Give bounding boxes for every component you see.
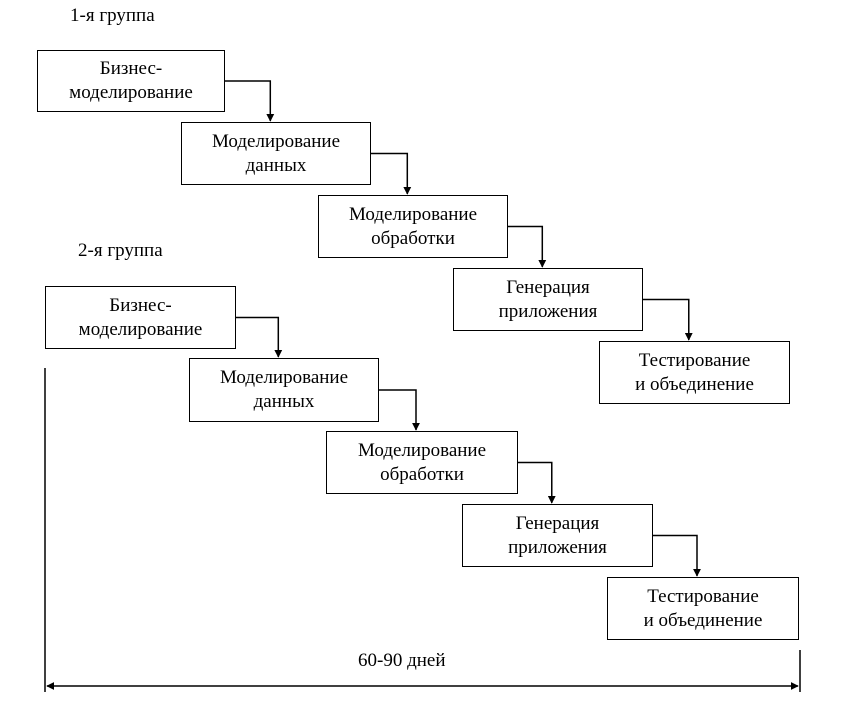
- group-2-stage-business-modeling: Бизнес- моделирование: [45, 286, 236, 349]
- stage-label-line-1: Бизнес-: [109, 294, 172, 316]
- stage-label-line-2: моделирование: [69, 82, 193, 103]
- stage-label-line-2: моделирование: [78, 318, 203, 340]
- group-2-stage-testing-integration: Тестирование и объединение: [607, 577, 799, 640]
- group-2-stage-data-modeling: Моделирование данных: [189, 358, 379, 422]
- group-2-title: 2-я группа: [78, 240, 163, 261]
- group-2-flow-arrow-4: [653, 534, 701, 577]
- group-1-flow-arrow-3: [508, 225, 547, 268]
- stage-label-line-2: приложения: [508, 536, 607, 558]
- group-1-flow-arrow-1: [225, 80, 275, 122]
- stage-label-line-2: обработки: [371, 227, 455, 249]
- group-1-title: 1-я группа: [70, 5, 155, 26]
- group-1-stage-app-generation: Генерация приложения: [453, 268, 643, 331]
- stage-label-line-1: Генерация: [506, 276, 590, 298]
- group-1-stage-business-modeling: Бизнес- моделирование: [37, 50, 225, 112]
- group-1-stage-data-modeling: Моделирование данных: [181, 122, 371, 185]
- group-1-flow-arrow-4: [643, 298, 693, 341]
- group-2-stage-app-generation: Генерация приложения: [462, 504, 653, 567]
- group-1-stage-testing-integration: Тестирование и объединение: [599, 341, 790, 404]
- stage-label-line-1: Тестирование: [647, 585, 759, 607]
- stage-label-line-2: и объединение: [635, 373, 754, 395]
- stage-label-line-1: Тестирование: [638, 349, 751, 371]
- stage-label-line-1: Генерация: [515, 512, 600, 534]
- group-2-flow-arrow-1: [236, 316, 283, 358]
- stage-label-line-1: Бизнес-: [99, 58, 163, 79]
- duration-label: 60-90 дней: [352, 650, 452, 672]
- stage-label-line-1: Моделирование: [348, 203, 478, 225]
- stage-label-line-2: и объединение: [643, 609, 763, 631]
- stage-label-line-1: Моделирование: [357, 439, 487, 461]
- stage-label-line-2: данных: [245, 154, 307, 176]
- group-1-stage-process-modeling: Моделирование обработки: [318, 195, 508, 258]
- stage-label-line-2: обработки: [380, 463, 464, 485]
- group-2-flow-arrow-3: [518, 461, 556, 504]
- stage-label-line-2: приложения: [498, 300, 598, 322]
- group-1-flow-arrow-2: [371, 152, 412, 195]
- stage-label-line-1: Моделирование: [219, 367, 349, 388]
- stage-label-line-1: Моделирование: [211, 130, 341, 152]
- stage-label-line-2: данных: [253, 391, 315, 412]
- group-2-flow-arrow-2: [379, 389, 420, 431]
- group-2-stage-process-modeling: Моделирование обработки: [326, 431, 518, 494]
